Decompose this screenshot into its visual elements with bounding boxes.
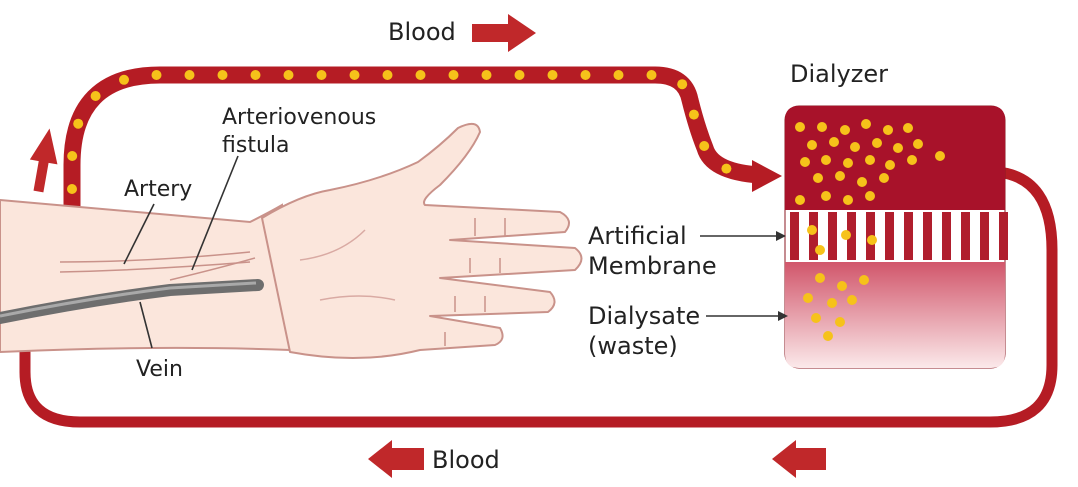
label-vein: Vein [136, 357, 183, 382]
label-fistula-line2: fistula [222, 133, 289, 158]
blood-particle [416, 70, 426, 80]
blood-particle [152, 70, 162, 80]
arrow-left-icon [368, 440, 424, 478]
blood-particle [647, 70, 657, 80]
blood-particle [73, 119, 83, 129]
membrane-bar [961, 212, 970, 260]
blood-particle [91, 91, 101, 101]
blood-particle [350, 70, 360, 80]
arrow-up-icon [25, 126, 64, 194]
arrow-right-icon [472, 14, 536, 52]
label-dialysate-line1: Dialysate [588, 302, 700, 330]
blood-particle [449, 70, 459, 80]
blood-particle [251, 70, 261, 80]
blood-particle [614, 70, 624, 80]
label-blood-bottom: Blood [432, 446, 500, 474]
forearm-and-hand [0, 124, 582, 358]
blood-particle [548, 70, 558, 80]
label-artery: Artery [124, 177, 192, 202]
blood-particle [67, 151, 77, 161]
blood-particle [119, 75, 129, 85]
membrane-bar [923, 212, 932, 260]
blood-particle [721, 164, 731, 174]
membrane-bar [999, 212, 1008, 260]
membrane-bar [885, 212, 894, 260]
blood-particle [284, 70, 294, 80]
arrow-left-icon [772, 440, 826, 478]
membrane-bar [942, 212, 951, 260]
label-membrane-line1: Artificial [588, 222, 687, 250]
blood-particle [185, 70, 195, 80]
label-membrane-line2: Membrane [588, 252, 717, 280]
blood-particle [677, 79, 687, 89]
membrane-bar [904, 212, 913, 260]
membrane-bar [790, 212, 799, 260]
label-blood-top: Blood [388, 18, 456, 46]
membrane-bar [828, 212, 837, 260]
blood-particle [383, 70, 393, 80]
blood-particle [317, 70, 327, 80]
blood-particle [515, 70, 525, 80]
blood-particle [67, 184, 77, 194]
membrane-bar [980, 212, 989, 260]
blood-particle [218, 70, 228, 80]
blood-particle [689, 110, 699, 120]
label-dialyzer: Dialyzer [790, 60, 888, 88]
label-dialysate-line2: (waste) [588, 332, 678, 360]
blood-particle [581, 70, 591, 80]
blood-particle [699, 141, 709, 151]
label-fistula-line1: Arteriovenous [222, 105, 376, 130]
blood-particle [482, 70, 492, 80]
arrow-into-dialyzer-icon [752, 160, 782, 192]
